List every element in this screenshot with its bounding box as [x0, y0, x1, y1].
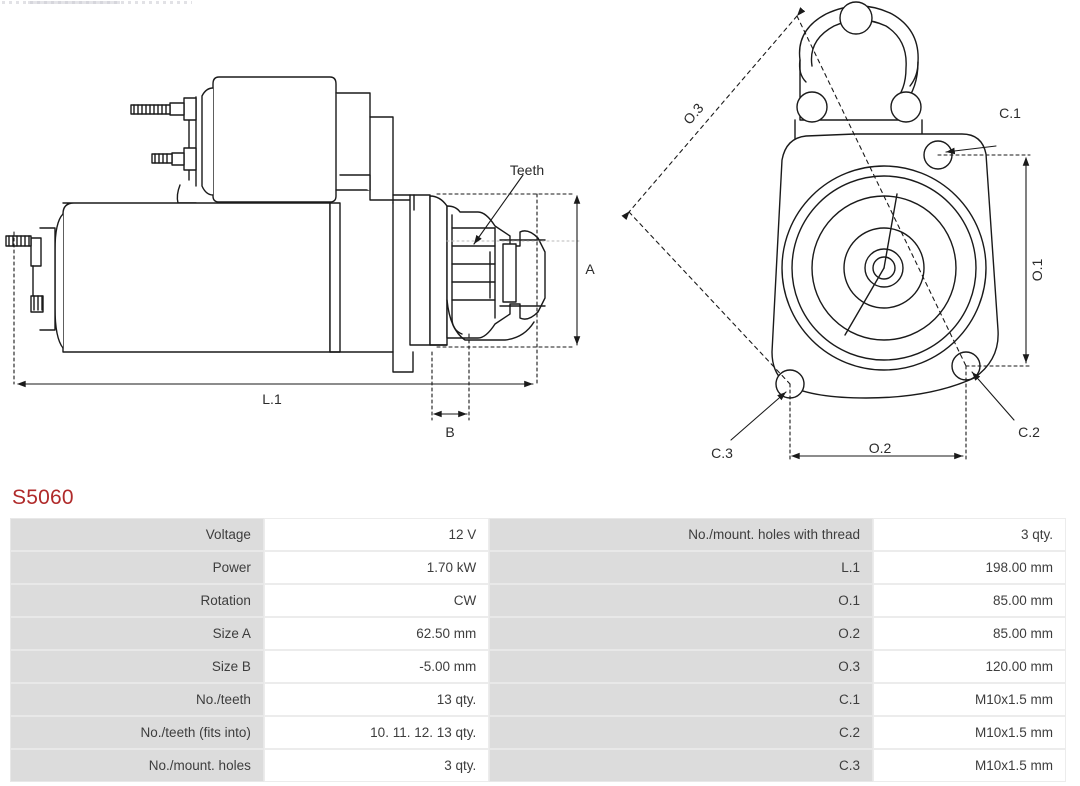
table-row: Size A 62.50 mm O.2 85.00 mm: [10, 617, 1066, 650]
spec-value: CW: [263, 584, 490, 617]
label-dim-l1: L.1: [262, 391, 282, 407]
label-teeth: Teeth: [510, 162, 544, 178]
spec-value: -5.00 mm: [263, 650, 490, 683]
starter-front-view: [771, 1, 999, 399]
specification-table-body: Voltage 12 V No./mount. holes with threa…: [10, 518, 1066, 782]
label-dim-c2: C.2: [1018, 424, 1040, 440]
spec-label: Rotation: [10, 584, 264, 617]
spec-value: 120.00 mm: [873, 650, 1066, 683]
terminal-stud-lower: [151, 147, 197, 171]
spec-value: 85.00 mm: [873, 584, 1066, 617]
spec-value: 13 qty.: [263, 683, 490, 716]
table-row: Voltage 12 V No./mount. holes with threa…: [10, 518, 1066, 551]
spec-label: O.1: [489, 584, 874, 617]
spec-label: C.3: [489, 749, 874, 782]
label-dim-o3: O.3: [680, 100, 707, 128]
table-row: Size B -5.00 mm O.3 120.00 mm: [10, 650, 1066, 683]
spec-label: Voltage: [10, 518, 264, 551]
spec-label: Power: [10, 551, 264, 584]
spec-label: O.3: [489, 650, 874, 683]
spec-value: 3 qty.: [263, 749, 490, 782]
label-dim-o2: O.2: [869, 440, 892, 456]
spec-value: 3 qty.: [873, 518, 1066, 551]
terminal-stud-upper: [130, 97, 197, 121]
table-row: No./teeth 13 qty. C.1 M10x1.5 mm: [10, 683, 1066, 716]
spec-value: 1.70 kW: [263, 551, 490, 584]
table-row: Power 1.70 kW L.1 198.00 mm: [10, 551, 1066, 584]
spec-value: M10x1.5 mm: [873, 749, 1066, 782]
top-edge-artifact-solid: [28, 1, 120, 4]
spec-value: 85.00 mm: [873, 617, 1066, 650]
spec-value: 12 V: [263, 518, 490, 551]
drive-end-housing: [329, 174, 546, 373]
spec-label: C.2: [489, 716, 874, 749]
label-dim-o1: O.1: [1029, 259, 1045, 282]
spec-label: No./teeth: [10, 683, 264, 716]
technical-drawings: Teeth A B L.1 C.1 C.2 C.3 O.1 O.2 O.3: [5, 1, 1045, 463]
spec-value: 198.00 mm: [873, 551, 1066, 584]
label-dim-c3: C.3: [711, 445, 733, 461]
table-row: No./mount. holes 3 qty. C.3 M10x1.5 mm: [10, 749, 1066, 782]
spec-label: L.1: [489, 551, 874, 584]
spec-label: No./mount. holes with thread: [489, 518, 874, 551]
spec-label: Size A: [10, 617, 264, 650]
table-row: No./teeth (fits into) 10. 11. 12. 13 qty…: [10, 716, 1066, 749]
label-dim-b: B: [445, 424, 454, 440]
label-dim-c1: C.1: [999, 105, 1021, 121]
label-dim-a: A: [585, 261, 595, 277]
spec-label: Size B: [10, 650, 264, 683]
starter-side-view: [5, 76, 581, 373]
specification-table: Voltage 12 V No./mount. holes with threa…: [10, 518, 1066, 782]
motor-rear-cap: [5, 227, 56, 331]
part-number-title: S5060: [12, 486, 74, 509]
spec-label: No./mount. holes: [10, 749, 264, 782]
front-view-dimensions: [621, 7, 1031, 463]
drawings-svg: Teeth A B L.1 C.1 C.2 C.3 O.1 O.2 O.3: [5, 1, 1045, 463]
spec-value: 10. 11. 12. 13 qty.: [263, 716, 490, 749]
spec-label: No./teeth (fits into): [10, 716, 264, 749]
side-view-dimensions: [13, 174, 581, 421]
table-row: Rotation CW O.1 85.00 mm: [10, 584, 1066, 617]
spec-value: 62.50 mm: [263, 617, 490, 650]
spec-label: C.1: [489, 683, 874, 716]
spec-value: M10x1.5 mm: [873, 716, 1066, 749]
spec-label: O.2: [489, 617, 874, 650]
spec-value: M10x1.5 mm: [873, 683, 1066, 716]
